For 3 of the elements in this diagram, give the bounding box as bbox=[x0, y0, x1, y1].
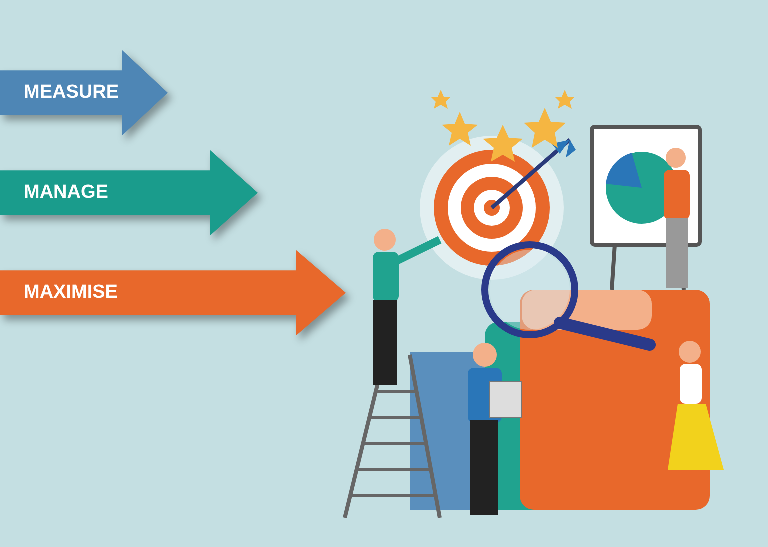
arrow-label: MAXIMISE bbox=[24, 282, 118, 304]
arrow-label: MEASURE bbox=[24, 82, 120, 104]
arrow-label: MANAGE bbox=[24, 182, 108, 204]
